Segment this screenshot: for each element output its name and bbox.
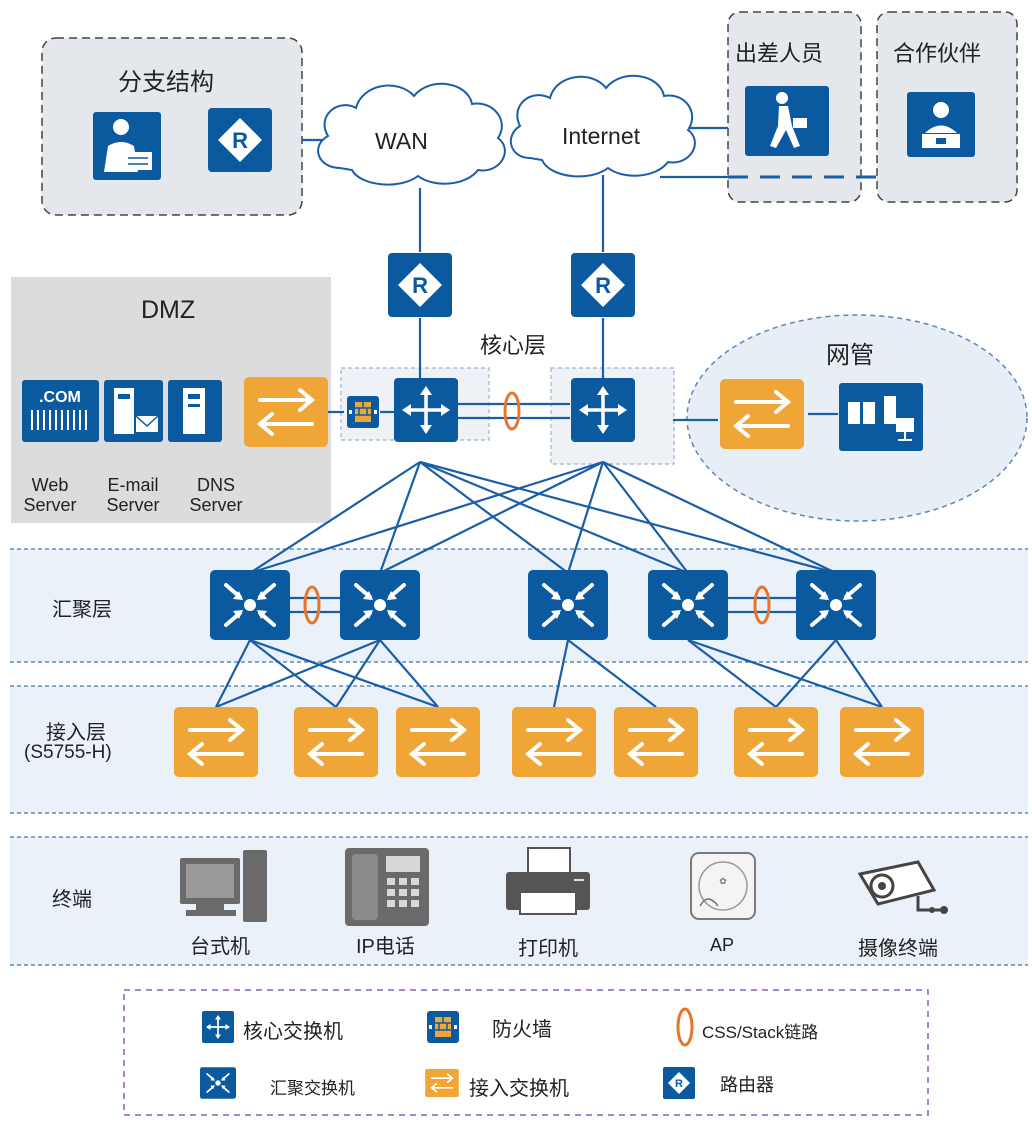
svg-text:✿: ✿ xyxy=(719,876,727,886)
core-switch-left[interactable] xyxy=(392,376,460,444)
legend-router-icon xyxy=(663,1067,695,1099)
legend-access-switch: 接入交换机 xyxy=(469,1078,569,1100)
desktop-icon xyxy=(180,850,267,922)
agg-title: 汇聚层 xyxy=(52,599,112,621)
printer-label: 打印机 xyxy=(518,938,578,960)
links xyxy=(215,126,883,709)
com-label: .COM xyxy=(39,389,81,406)
nm-access-switch[interactable] xyxy=(718,377,806,451)
agg-switch-4[interactable] xyxy=(646,568,730,642)
access-switch-7[interactable] xyxy=(838,705,926,779)
email-server-label: E-mail Server xyxy=(98,475,168,515)
travel-title: 出差人员 xyxy=(735,41,824,66)
branch-title: 分支结构 xyxy=(118,69,214,96)
ip-phone-icon xyxy=(345,848,429,926)
web-server-label: Web Server xyxy=(20,475,80,515)
access-switch-3[interactable] xyxy=(394,705,482,779)
wan-router[interactable] xyxy=(388,253,452,317)
camera-label: 摄像终端 xyxy=(858,938,938,960)
nm-server-icon xyxy=(839,383,923,451)
wan-label: WAN xyxy=(375,128,428,154)
web-server-icon: .COM xyxy=(22,380,99,442)
legend-box xyxy=(123,989,929,1116)
web-server-line2: Server xyxy=(23,495,77,515)
agg-switch-1[interactable] xyxy=(208,568,292,642)
agg-switch-3[interactable] xyxy=(526,568,610,642)
legend-agg-switch: 汇聚交换机 xyxy=(270,1079,355,1098)
legend-css-icon xyxy=(676,1007,694,1047)
access-switch-6[interactable] xyxy=(732,705,820,779)
legend-css-link: CSS/Stack链路 xyxy=(702,1023,819,1042)
wan-cloud xyxy=(317,82,506,186)
dmz-title: DMZ xyxy=(141,296,196,324)
access-model: (S5755-H) xyxy=(24,742,112,763)
access-switch-5[interactable] xyxy=(612,705,700,779)
dns-server-label: DNS Server xyxy=(181,475,251,515)
terminal-title: 终端 xyxy=(52,889,92,911)
access-switch-1[interactable] xyxy=(172,705,260,779)
internet-label: Internet xyxy=(562,123,640,149)
partner-icon xyxy=(907,92,975,157)
web-server-line1: Web xyxy=(31,475,69,495)
dns-server-icon xyxy=(168,380,222,442)
access-switch-2[interactable] xyxy=(292,705,380,779)
phone-label: IP电话 xyxy=(356,936,415,958)
email-server-icon xyxy=(104,380,163,442)
camera-icon xyxy=(857,860,948,914)
desktop-label: 台式机 xyxy=(190,936,250,958)
legend-core-switch: 核心交换机 xyxy=(243,1021,343,1043)
firewall[interactable] xyxy=(346,395,380,429)
access-title: 接入层 xyxy=(46,722,106,744)
dns-server-line2: Server xyxy=(189,495,243,515)
nm-title: 网管 xyxy=(826,342,874,369)
core-title: 核心层 xyxy=(480,333,547,358)
legend-router: 路由器 xyxy=(720,1075,774,1095)
legend-firewall: 防火墙 xyxy=(492,1019,552,1041)
ap-icon: ✿ xyxy=(690,852,756,920)
agg-switch-2[interactable] xyxy=(338,568,422,642)
printer-icon xyxy=(506,847,590,915)
email-server-line2: Server xyxy=(106,495,160,515)
legend-firewall-icon xyxy=(426,1010,460,1044)
core-switch-right[interactable] xyxy=(569,376,637,444)
legend-agg-icon xyxy=(199,1066,237,1100)
dmz-access-switch[interactable] xyxy=(242,375,330,449)
core-css-link xyxy=(503,391,521,431)
legend-access-icon xyxy=(424,1068,460,1098)
access-switch-4[interactable] xyxy=(510,705,598,779)
dns-server-line1: DNS xyxy=(196,475,235,495)
legend-core-icon xyxy=(201,1010,235,1044)
internet-cloud xyxy=(509,74,696,178)
internet-router[interactable] xyxy=(571,253,635,317)
ap-label: AP xyxy=(710,935,735,955)
branch-user-icon xyxy=(93,112,161,180)
email-server-line1: E-mail xyxy=(107,475,159,495)
partner-title: 合作伙伴 xyxy=(893,41,982,66)
traveler-icon xyxy=(745,86,829,156)
branch-router[interactable] xyxy=(208,108,272,172)
agg-switch-5[interactable] xyxy=(794,568,878,642)
